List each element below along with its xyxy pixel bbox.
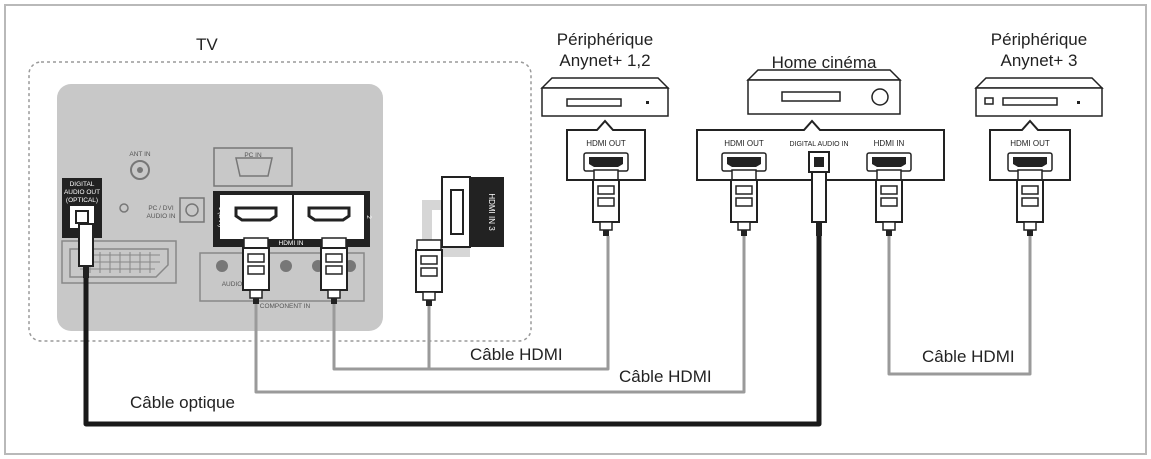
optical-cable bbox=[83, 236, 822, 427]
headphone-port bbox=[119, 203, 129, 213]
label-device3-line2: Anynet+ 3 bbox=[1000, 51, 1078, 70]
optical-plug-home-cinema bbox=[811, 171, 827, 236]
hdmi-cables bbox=[254, 236, 1032, 394]
label-hc-hdmi-in: HDMI IN bbox=[874, 139, 905, 148]
label-device12-line1: Périphérique bbox=[556, 30, 654, 49]
label-device12-line2: Anynet+ 1,2 bbox=[559, 51, 651, 70]
pc-in-port bbox=[213, 147, 293, 187]
label-digital-audio-out-3: (OPTICAL) bbox=[66, 197, 98, 204]
hdmi-in-3-port bbox=[470, 177, 504, 247]
label-hc-hdmi-out: HDMI OUT bbox=[724, 139, 764, 148]
label-hdmi-in-2: 2 bbox=[365, 215, 372, 219]
component-in-area bbox=[199, 252, 365, 302]
label-pc-dvi-audio-2: AUDIO IN bbox=[147, 213, 176, 220]
hdmi-in-3-adapter bbox=[442, 247, 470, 257]
label-device-anynet-1-2: Périphérique Anynet+ 1,2 bbox=[540, 29, 670, 71]
label-ant-in: ANT IN bbox=[129, 151, 150, 158]
label-device-anynet-3: Périphérique Anynet+ 3 bbox=[974, 29, 1104, 71]
home-cinema-device bbox=[746, 69, 902, 115]
optical-plug-tv bbox=[78, 223, 94, 278]
label-digital-audio-out-1: DIGITAL bbox=[70, 181, 95, 188]
label-hdmi-cable-3: Câble HDMI bbox=[922, 347, 1015, 366]
label-device12-hdmi-out: HDMI OUT bbox=[586, 139, 626, 148]
label-optical-cable: Câble optique bbox=[130, 393, 235, 412]
label-hdmi-in-1-dvi: 1 (DVI) bbox=[217, 207, 224, 228]
label-pc-in: PC IN bbox=[244, 152, 262, 159]
label-component-in: COMPONENT IN bbox=[260, 303, 311, 310]
label-audio: AUDIO bbox=[222, 281, 243, 288]
ant-in-port bbox=[130, 160, 150, 180]
label-hdmi-cable-2: Câble HDMI bbox=[619, 367, 712, 386]
label-tv: TV bbox=[196, 35, 218, 54]
label-device3-line1: Périphérique bbox=[990, 30, 1088, 49]
label-hdmi-in: HDMI IN bbox=[279, 240, 304, 247]
device-anynet-1-2 bbox=[540, 77, 670, 117]
label-pc-dvi-audio-1: PC / DVI bbox=[148, 205, 173, 212]
scart-port bbox=[61, 240, 177, 284]
device-anynet-3 bbox=[974, 77, 1104, 117]
label-hdmi-cable-1: Câble HDMI bbox=[470, 345, 563, 364]
label-device3-hdmi-out: HDMI OUT bbox=[1010, 139, 1050, 148]
pc-dvi-audio-port bbox=[179, 197, 205, 223]
label-home-cinema: Home cinéma bbox=[771, 53, 877, 72]
label-digital-audio-out-2: AUDIO OUT bbox=[64, 189, 100, 196]
label-hc-digital-audio-in: DIGITAL AUDIO IN bbox=[789, 141, 848, 148]
tv-region-outline bbox=[28, 61, 532, 342]
label-hdmi-in-3: HDMI IN 3 bbox=[487, 193, 496, 231]
